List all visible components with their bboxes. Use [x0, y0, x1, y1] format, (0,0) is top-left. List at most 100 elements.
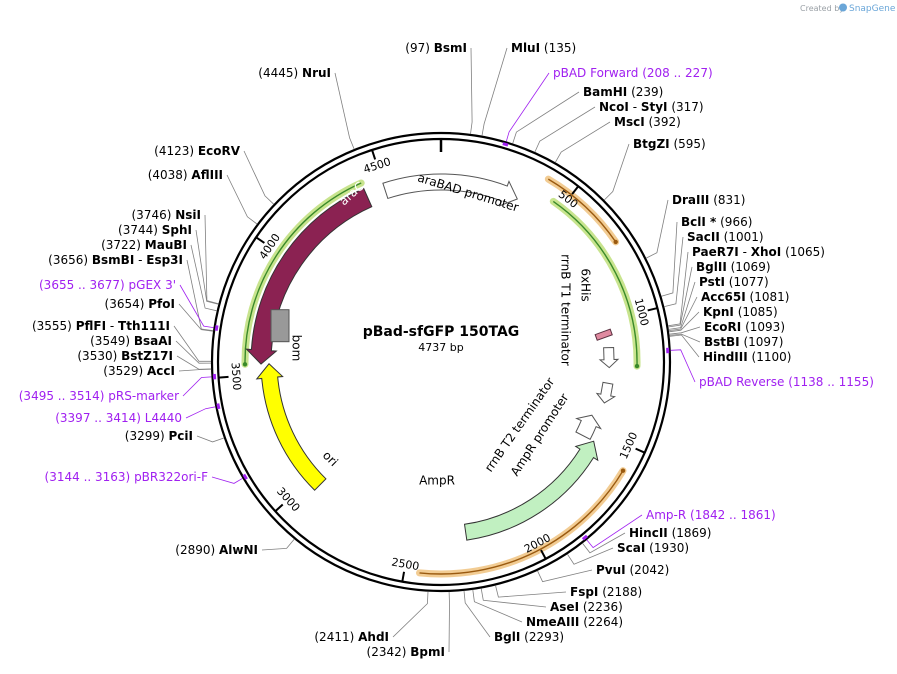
site-acc65i[interactable]: Acc65I (1081): [701, 290, 789, 304]
site-bpmi[interactable]: (2342) BpmI: [367, 645, 445, 659]
pgex-3-primer-mark[interactable]: [214, 325, 219, 331]
l4440-primer-mark[interactable]: [216, 403, 221, 410]
site-leader: [661, 221, 678, 297]
site-scai[interactable]: ScaI (1930): [617, 541, 689, 555]
site-bstbi[interactable]: BstBI (1097): [704, 335, 783, 349]
site-leader: [668, 281, 696, 330]
primer-pbr322ori-f[interactable]: (3144 .. 3163) pBR322ori-F: [45, 470, 209, 484]
rrnb-t2-arrow[interactable]: [595, 381, 617, 405]
site-btgzi[interactable]: BtgZI (595): [633, 137, 706, 151]
ori-label: ori: [320, 448, 341, 469]
site-bstz17i[interactable]: (3530) BstZ17I: [77, 349, 173, 363]
site-psti[interactable]: PstI (1077): [699, 275, 769, 289]
site-leader: [392, 591, 429, 638]
site-bgli[interactable]: BglI (2293): [494, 630, 564, 644]
site-pvui[interactable]: PvuI (2042): [596, 563, 669, 577]
site-draiii[interactable]: DraIII (831): [672, 193, 745, 207]
ampr-promoter-arrow[interactable]: [575, 414, 603, 441]
site-leader: [582, 532, 626, 554]
site-hincii[interactable]: HincII (1869): [629, 526, 711, 540]
ampr-label: AmpR: [419, 474, 455, 488]
site-paer7i[interactable]: PaeR7I - XhoI (1065): [692, 245, 825, 259]
primer-leader: [505, 72, 550, 142]
site-leader: [512, 91, 580, 144]
backbone-inner-strand: [216, 137, 666, 587]
primer-pbad-forward[interactable]: pBAD Forward (208 .. 227): [553, 66, 713, 80]
tick-mark: [218, 375, 229, 379]
site-leader: [495, 585, 567, 598]
site-nsii[interactable]: (3746) NsiI: [132, 208, 202, 222]
primer-prs-marker[interactable]: (3495 .. 3514) pRS-marker: [19, 389, 179, 403]
site-leader: [463, 590, 491, 638]
site-sacii[interactable]: SacII (1001): [687, 230, 764, 244]
site-pcii[interactable]: (3299) PciI: [125, 429, 193, 443]
site-nmeaiii[interactable]: NmeAIII (2264): [526, 615, 623, 629]
primer-pbad-reverse[interactable]: pBAD Reverse (1138 .. 1155): [699, 375, 874, 389]
site-maubi[interactable]: (3722) MauBI: [101, 238, 187, 252]
ampr-arrow[interactable]: [463, 440, 599, 541]
site-leader: [669, 334, 700, 358]
credit-brand: SnapGene: [849, 4, 896, 14]
site-alwni[interactable]: (2890) AlwNI: [175, 543, 258, 557]
site-leader: [554, 121, 611, 163]
ori-arrow[interactable]: [255, 363, 327, 491]
rrnb-t1-arrow[interactable]: [598, 346, 620, 369]
highlight-layer: [241, 175, 641, 578]
site-leader: [668, 266, 693, 328]
pbad-forward-primer-mark[interactable]: [502, 142, 509, 147]
site-fspi[interactable]: FspI (2188): [570, 585, 642, 599]
site-bglii[interactable]: BglII (1069): [696, 260, 771, 274]
site-nrui[interactable]: (4445) NruI: [258, 66, 331, 80]
site-kpni[interactable]: KpnI (1085): [703, 305, 778, 319]
site-ecorv[interactable]: (4123) EcoRV: [154, 144, 241, 158]
primer-amp-r[interactable]: Amp-R (1842 .. 1861): [646, 508, 776, 522]
primer-l4440[interactable]: (3397 .. 3414) L4440: [55, 411, 182, 425]
bom-label: bom: [290, 335, 304, 362]
site-sphi[interactable]: (3744) SphI: [118, 223, 192, 237]
site-bamhi[interactable]: BamHI (239): [583, 85, 663, 99]
site-ecori[interactable]: EcoRI (1093): [704, 320, 785, 334]
site-leader: [668, 251, 689, 327]
site-pfoi[interactable]: (3654) PfoI: [105, 297, 175, 311]
site-leader: [472, 589, 523, 623]
primer-pgex-3[interactable]: (3655 .. 3677) pGEX 3': [39, 278, 176, 292]
hl-arac-line: [244, 182, 362, 365]
primer-leader: [182, 376, 212, 397]
site-pflfi[interactable]: (3555) PflFI - Tth111I: [32, 319, 170, 333]
site-leader: [646, 199, 669, 259]
primer-leader: [211, 476, 243, 484]
site-aflii[interactable]: (4038) AflIII: [148, 168, 223, 182]
site-asei[interactable]: AseI (2236): [550, 600, 623, 614]
site-leader: [567, 547, 614, 565]
site-hindiii[interactable]: HindIII (1100): [703, 350, 791, 364]
site-ncoi[interactable]: NcoI - StyI (317): [599, 100, 704, 114]
site-leader: [226, 174, 258, 225]
site-bsmbi[interactable]: (3656) BsmBI - Esp3I: [48, 253, 183, 267]
site-bsmi[interactable]: (97) BsmI: [405, 41, 467, 55]
primer-leader: [670, 349, 696, 383]
arabad-promoter-arrow[interactable]: [382, 173, 518, 207]
site-bcli[interactable]: BclI * (966): [681, 215, 752, 229]
site-acci[interactable]: (3529) AccI: [103, 364, 175, 378]
tick-label: 4500: [362, 155, 393, 176]
bom-box[interactable]: [270, 309, 290, 343]
site-leader: [195, 229, 219, 305]
site-msci[interactable]: MscI (392): [614, 115, 681, 129]
amp-r-primer-mark[interactable]: [581, 534, 588, 541]
site-mlui[interactable]: MluI (135): [511, 41, 576, 55]
hl-green-right-line: [552, 200, 638, 367]
arac-arrow[interactable]: [245, 187, 373, 365]
pbr322ori-f-primer-mark[interactable]: [242, 473, 248, 480]
site-leader: [534, 106, 596, 153]
tick-mark: [647, 307, 658, 312]
primer-leader: [586, 514, 643, 549]
site-leader: [480, 588, 547, 608]
tick-mark: [571, 185, 580, 195]
tick-label: 3000: [274, 485, 302, 515]
site-leader: [176, 355, 212, 370]
6xhis-marker[interactable]: [594, 328, 613, 341]
leader-layer: [173, 47, 701, 653]
site-bsaai[interactable]: (3549) BsaAI: [90, 334, 172, 348]
site-leader: [175, 340, 212, 364]
site-ahdi[interactable]: (2411) AhdI: [314, 630, 389, 644]
